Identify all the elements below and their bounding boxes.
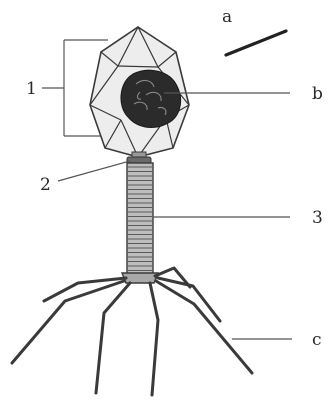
- tail-fibers: [12, 268, 252, 395]
- tail-fiber: [150, 283, 158, 395]
- label-a: a: [222, 7, 232, 27]
- pointer-2: [58, 161, 130, 181]
- label-2: 2: [40, 175, 51, 195]
- tail-fiber: [12, 281, 124, 363]
- label-3: 3: [312, 208, 323, 228]
- tail-fiber: [156, 281, 252, 373]
- label-b: b: [312, 84, 323, 104]
- label-c: c: [312, 330, 322, 350]
- dna-core: [121, 70, 181, 127]
- tail-fiber: [44, 278, 126, 301]
- label-1: 1: [26, 79, 37, 99]
- tail-sheath: [127, 163, 153, 275]
- scale-bar: [226, 31, 286, 55]
- tail-fiber: [96, 283, 130, 393]
